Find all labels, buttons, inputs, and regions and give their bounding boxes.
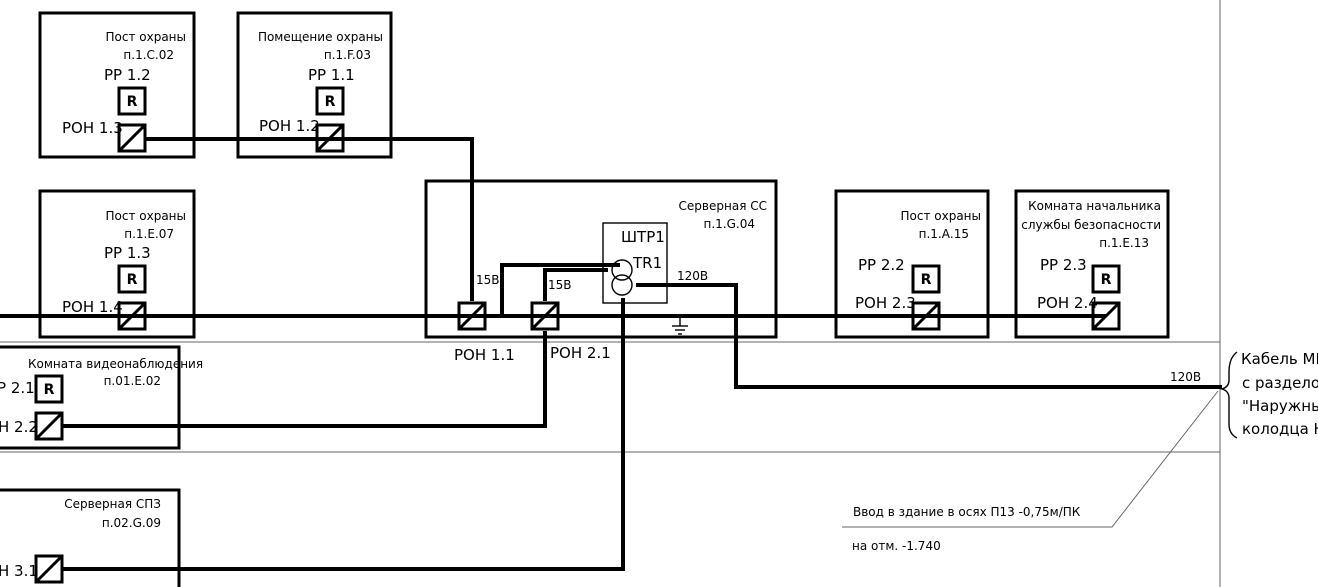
svg-text:R: R xyxy=(127,94,138,110)
cabinet-shtr1 xyxy=(602,222,668,304)
ron-symbol-2-1 xyxy=(530,301,560,331)
voltage-label-ron11: 15В xyxy=(476,273,500,287)
reader-symbol-rr-1-3: R xyxy=(117,264,147,294)
ron-label-3-1: Н 3.1 xyxy=(0,562,38,580)
room-name-post-a15: Пост охраны xyxy=(900,209,981,223)
room-name-post-c02: Пост охраны xyxy=(105,30,186,44)
svg-text:R: R xyxy=(127,272,138,288)
room-box-post-a15 xyxy=(834,189,990,339)
ron-symbol-2-3 xyxy=(911,301,941,331)
ron-label-2-1: РОН 2.1 xyxy=(550,344,611,362)
reader-symbol-rr-1-1: R xyxy=(315,86,345,116)
rr-label-1-2: РР 1.2 xyxy=(104,66,151,84)
room-box-video-room xyxy=(0,345,181,450)
svg-text:R: R xyxy=(1101,272,1112,288)
cable-note-line2: с разделом xyxy=(1242,374,1318,392)
rr-label-2-3: РР 2.3 xyxy=(1040,256,1087,274)
room-name-post-e07: Пост охраны xyxy=(105,209,186,223)
entry-leader-line xyxy=(842,390,1219,528)
room-name-room-f03: Помещение охраны xyxy=(258,30,383,44)
reader-symbol-rr-2-3: R xyxy=(1091,264,1121,294)
ron-label-2-3: РОН 2.3 xyxy=(855,294,916,312)
svg-text:R: R xyxy=(44,382,55,398)
ron-label-1-1: РОН 1.1 xyxy=(454,346,515,364)
cable-ron11-to-tr1 xyxy=(500,263,620,316)
cable-ron13-to-ron11 xyxy=(145,137,474,301)
room-code-chief-room: п.1.Е.13 xyxy=(1099,236,1149,250)
ron-label-1-2: РОН 1.2 xyxy=(259,117,320,135)
svg-text:R: R xyxy=(325,94,336,110)
cable-ron21-to-video xyxy=(62,331,547,428)
ron-symbol-2-2 xyxy=(34,411,64,441)
room-box-server-cc xyxy=(424,179,778,339)
cable-note-brace xyxy=(1219,351,1238,439)
ron-label-1-4: РОН 1.4 xyxy=(62,298,123,316)
room-name-chief-line2: службы безопасности xyxy=(1021,218,1161,232)
rr-label-1-1: РР 1.1 xyxy=(308,66,355,84)
voltage-label-ron21: 15В xyxy=(548,278,572,292)
reader-symbol-rr-2-1: R xyxy=(34,374,64,404)
transformer-label: TR1 xyxy=(632,254,662,272)
room-name-video-room: Комната видеонаблюдения xyxy=(28,357,203,371)
ground-icon xyxy=(672,316,688,335)
room-box-server-spz xyxy=(0,488,181,587)
voltage-label-tr1-out: 120В xyxy=(677,269,708,283)
cable-note-line1: Кабель МРМ xyxy=(1241,350,1318,368)
transformer-coil-lower xyxy=(611,274,633,296)
transformer-coil-upper xyxy=(611,259,633,281)
ron-symbol-1-2 xyxy=(315,123,345,153)
room-name-server-cc: Серверная СС xyxy=(679,199,767,213)
room-code-server-cc: п.1.G.04 xyxy=(704,217,756,231)
room-box-chief-room xyxy=(1014,189,1170,339)
ron-symbol-2-4 xyxy=(1091,301,1121,331)
room-code-post-c02: п.1.С.02 xyxy=(123,48,174,62)
room-code-video-room: п.01.Е.02 xyxy=(104,374,161,388)
cable-voltage-label: 120В xyxy=(1170,370,1201,384)
reader-symbol-rr-1-2: R xyxy=(117,86,147,116)
rr-label-2-1: Р 2.1 xyxy=(0,379,35,397)
ron-label-1-3: РОН 1.3 xyxy=(62,119,123,137)
room-name-chief-line1: Комната начальника xyxy=(1028,199,1161,213)
room-code-server-spz: п.02.G.09 xyxy=(102,516,161,530)
cable-note-line4: колодца Нк xyxy=(1242,420,1318,438)
cabinet-label: ШТР1 xyxy=(621,228,665,246)
room-code-room-f03: п.1.F.03 xyxy=(324,48,371,62)
ron-label-2-2: Н 2.2 xyxy=(0,418,38,436)
cable-tr1-to-spz xyxy=(62,298,625,571)
reader-symbol-rr-2-2: R xyxy=(911,264,941,294)
ron-symbol-1-1 xyxy=(457,301,487,331)
ron-symbol-1-4 xyxy=(117,301,147,331)
rr-label-1-3: РР 1.3 xyxy=(104,244,151,262)
ron-symbol-1-3 xyxy=(117,123,147,153)
rr-label-2-2: РР 2.2 xyxy=(858,256,905,274)
room-code-post-e07: п.1.Е.07 xyxy=(124,227,174,241)
ron-label-2-4: РОН 2.4 xyxy=(1037,294,1098,312)
room-name-server-spz: Серверная СПЗ xyxy=(64,497,161,511)
cable-note-line3: "Наружные xyxy=(1242,397,1318,415)
room-code-post-a15: п.1.А.15 xyxy=(919,227,969,241)
room-box-room-f03 xyxy=(236,11,393,159)
ron-symbol-3-1 xyxy=(34,554,64,584)
svg-text:R: R xyxy=(921,272,932,288)
cable-tr1-120v-out xyxy=(636,283,1222,389)
cable-ron21-to-tr1 xyxy=(543,268,608,301)
room-box-post-c02 xyxy=(38,11,196,159)
entry-note-line2: на отм. -1.740 xyxy=(852,539,941,553)
entry-note-line1: Ввод в здание в осях П13 -0,75м/ПК xyxy=(853,505,1081,519)
room-box-post-e07 xyxy=(38,189,196,339)
